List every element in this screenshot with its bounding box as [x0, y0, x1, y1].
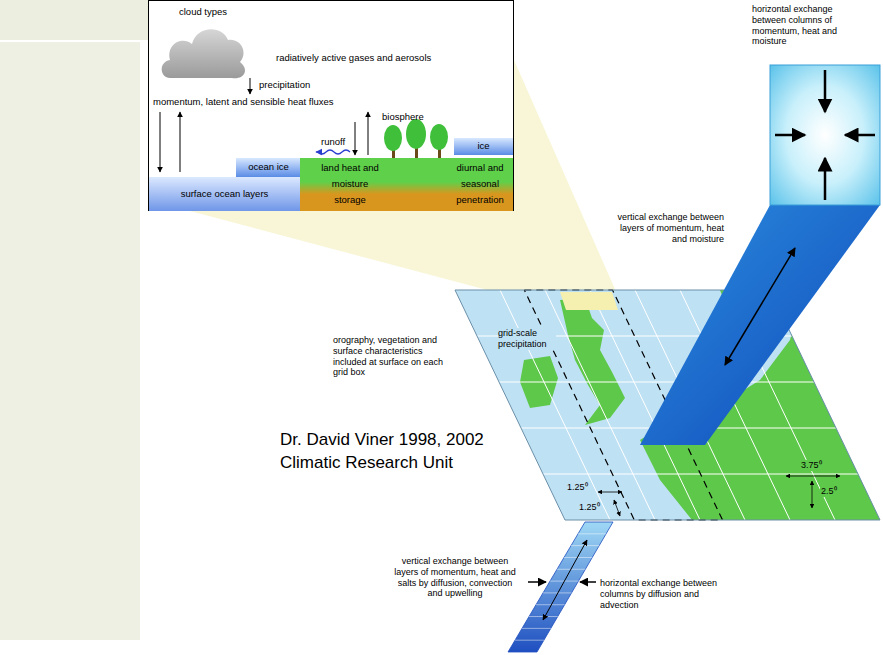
credit-text: Dr. David Viner 1998, 2002 [280, 430, 540, 450]
node-text: biosphere [382, 112, 424, 123]
node-text: precipitation [259, 80, 310, 91]
annotation: horizontal exchange between columns of m… [752, 4, 852, 47]
dimension-label: 3.75⁰ [800, 460, 823, 471]
annotation: horizontal exchange between columns by d… [600, 578, 730, 610]
dimension-label: 2.5⁰ [820, 486, 838, 497]
node-text: land heat and moisture storage [320, 160, 380, 208]
land-band: land heat and moisture storage diurnal an… [300, 158, 513, 211]
annotation: orography, vegetation and surface charac… [333, 335, 453, 378]
dimension-label: 1.25⁰ [578, 502, 601, 513]
credit-text: Climatic Research Unit [280, 453, 540, 473]
ice-band: ice [454, 138, 513, 155]
annotation: vertical exchange between layers of mome… [390, 556, 520, 599]
node-text: diurnal and seasonal penetration [450, 160, 510, 208]
node-text: surface ocean layers [181, 189, 269, 200]
node-text: cloud types [179, 7, 227, 18]
ocean-ice-band: ocean ice [236, 158, 301, 177]
node-text: ocean ice [248, 162, 289, 173]
surface-ocean-band: surface ocean layers [149, 177, 300, 211]
node-text: momentum, latent and sensible heat fluxe… [153, 97, 334, 108]
annotation: vertical exchange between layers of mome… [612, 212, 724, 244]
inset-panel: cloud types radiatively active gases and … [148, 0, 514, 211]
annotation: grid-scale precipitation [498, 328, 556, 350]
node-text: radiatively active gases and aerosols [276, 53, 431, 64]
node-text: ice [477, 141, 489, 152]
dimension-label: 1.25⁰ [566, 482, 589, 493]
node-text: runoff [321, 137, 345, 148]
